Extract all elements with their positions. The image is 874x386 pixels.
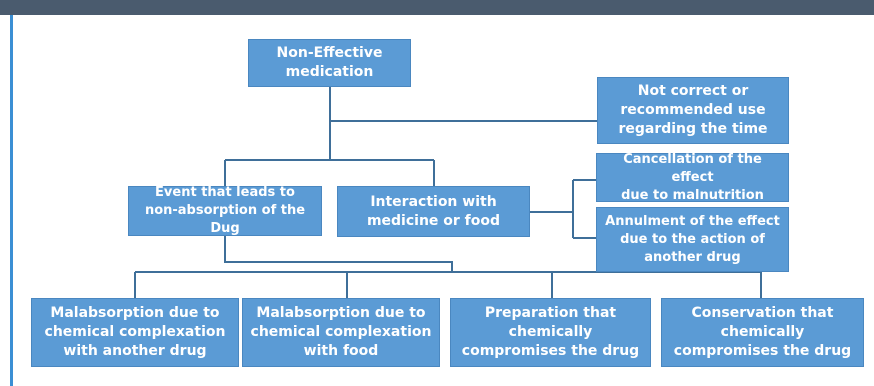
connector-leaves bbox=[134, 236, 762, 298]
node-interaction-medicine-food: Interaction with medicine or food bbox=[337, 186, 530, 237]
node-drug-action-annulment: Annulment of the effect due to the actio… bbox=[596, 207, 789, 272]
leaf-malabsorption-food: Malabsorption due to chemical complexati… bbox=[242, 298, 440, 367]
node-time-use: Not correct or recommended use regarding… bbox=[597, 77, 789, 144]
leaf-conservation: Conservation that chemically compromises… bbox=[661, 298, 864, 367]
left-accent-rule bbox=[10, 15, 13, 386]
leaf-malabsorption-drug: Malabsorption due to chemical complexati… bbox=[31, 298, 239, 367]
connector-interaction-right bbox=[530, 179, 596, 239]
node-malnutrition-cancellation: Cancellation of the effect due to malnut… bbox=[596, 152, 789, 203]
header-bar bbox=[0, 0, 874, 15]
leaf-preparation: Preparation that chemically compromises … bbox=[450, 298, 651, 367]
node-non-absorption-event: Event that leads to non-absorption of th… bbox=[128, 185, 322, 236]
node-non-effective-medication: Non-Effective medication bbox=[248, 39, 411, 87]
connector-level2-branch bbox=[224, 159, 435, 186]
